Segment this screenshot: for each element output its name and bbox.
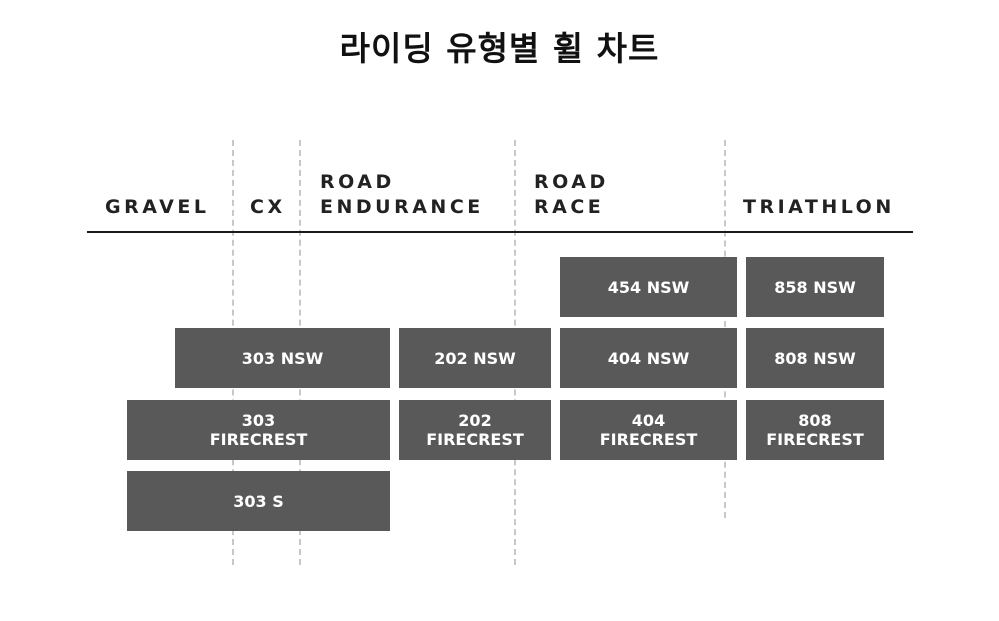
- wheel-box-808-nsw: 808 NSW: [746, 328, 884, 388]
- column-label-gravel: GRAVEL: [105, 196, 210, 218]
- chart-title: 라이딩 유형별 휠 차트: [339, 29, 660, 68]
- wheel-box-454-nsw: 454 NSW: [560, 257, 737, 317]
- wheel-box-858-nsw: 858 NSW: [746, 257, 884, 317]
- wheel-box-808-firecrest: 808 FIRECREST: [746, 400, 884, 460]
- column-label-cx: CX: [250, 196, 286, 218]
- wheel-box-404-firecrest: 404 FIRECREST: [560, 400, 737, 460]
- wheel-box-404-nsw: 404 NSW: [560, 328, 737, 388]
- wheel-box-303-nsw: 303 NSW: [175, 328, 390, 388]
- column-label-triathlon: TRIATHLON: [743, 196, 895, 218]
- header-rule: [87, 231, 913, 233]
- column-label-road-endurance: ROAD ENDURANCE: [320, 171, 484, 218]
- wheel-box-303-firecrest: 303 FIRECREST: [127, 400, 390, 460]
- column-label-road-race: ROAD RACE: [534, 171, 609, 218]
- wheel-box-303-s: 303 S: [127, 471, 390, 531]
- wheel-box-202-firecrest: 202 FIRECREST: [399, 400, 551, 460]
- wheel-box-202-nsw: 202 NSW: [399, 328, 551, 388]
